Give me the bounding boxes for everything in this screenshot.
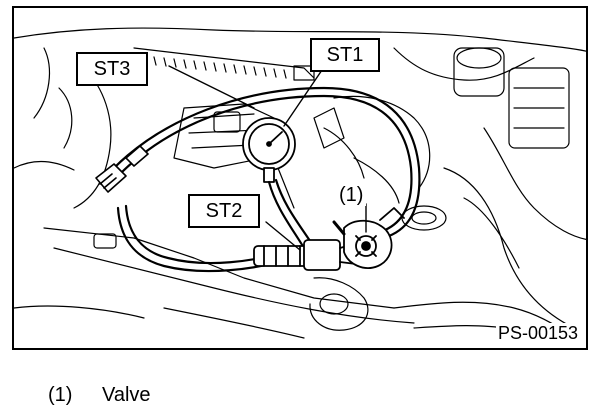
st1-callout: ST1 bbox=[310, 38, 380, 72]
valve-illustration bbox=[332, 207, 405, 269]
st3-callout: ST3 bbox=[76, 52, 148, 86]
engine-illustration: ST3 ST1 ST2 (1) PS-00153 bbox=[12, 6, 588, 350]
st1-pressure-gauge bbox=[242, 117, 314, 250]
leader-lines bbox=[168, 65, 367, 251]
valve-marker-label: (1) bbox=[336, 184, 367, 206]
figure-code: PS-00153 bbox=[495, 323, 580, 344]
legend-item-text: Valve bbox=[102, 384, 151, 406]
st2-fitting bbox=[253, 239, 357, 271]
legend-item-number: (1) bbox=[48, 384, 73, 406]
st3-coupler bbox=[95, 145, 149, 193]
legend: (1) Valve bbox=[48, 384, 151, 407]
st2-callout: ST2 bbox=[188, 194, 260, 228]
